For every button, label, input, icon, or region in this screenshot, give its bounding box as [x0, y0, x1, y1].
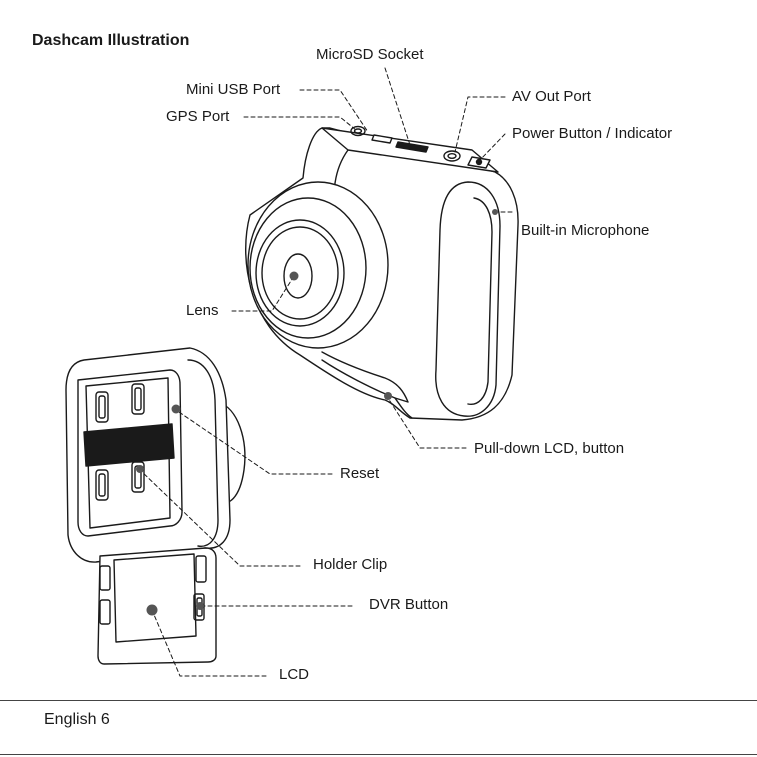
footer-rule-top — [0, 700, 757, 701]
footer-page-label: English 6 — [44, 711, 110, 729]
leader-power — [480, 134, 505, 160]
dot-microphone — [492, 209, 498, 215]
leader-mini-usb — [300, 90, 368, 132]
dot-pull-down — [384, 392, 392, 400]
label-dvr-button: DVR Button — [369, 596, 448, 614]
label-lcd: LCD — [279, 666, 309, 684]
dot-lens — [290, 272, 299, 281]
label-pull-down-lcd: Pull-down LCD, button — [474, 440, 624, 458]
leader-av-out — [455, 97, 505, 152]
leader-microsd — [385, 68, 410, 145]
label-av-out-port: AV Out Port — [512, 88, 591, 106]
label-microsd-socket: MicroSD Socket — [316, 46, 424, 64]
dot-holder-clip — [136, 465, 144, 473]
label-mini-usb-port: Mini USB Port — [186, 81, 280, 99]
label-lens: Lens — [186, 302, 219, 320]
label-holder-clip: Holder Clip — [313, 556, 387, 574]
label-power-button: Power Button / Indicator — [512, 125, 672, 143]
dot-dvr — [196, 602, 204, 610]
footer-rule-bottom — [0, 754, 757, 755]
dashcam-front-view — [246, 127, 518, 421]
dashcam-back-view — [66, 348, 245, 664]
label-microphone: Built-in Microphone — [521, 222, 649, 240]
dot-lcd — [147, 605, 158, 616]
label-gps-port: GPS Port — [166, 108, 229, 126]
dot-reset — [172, 405, 181, 414]
label-reset: Reset — [340, 465, 379, 483]
leader-gps — [244, 117, 356, 130]
